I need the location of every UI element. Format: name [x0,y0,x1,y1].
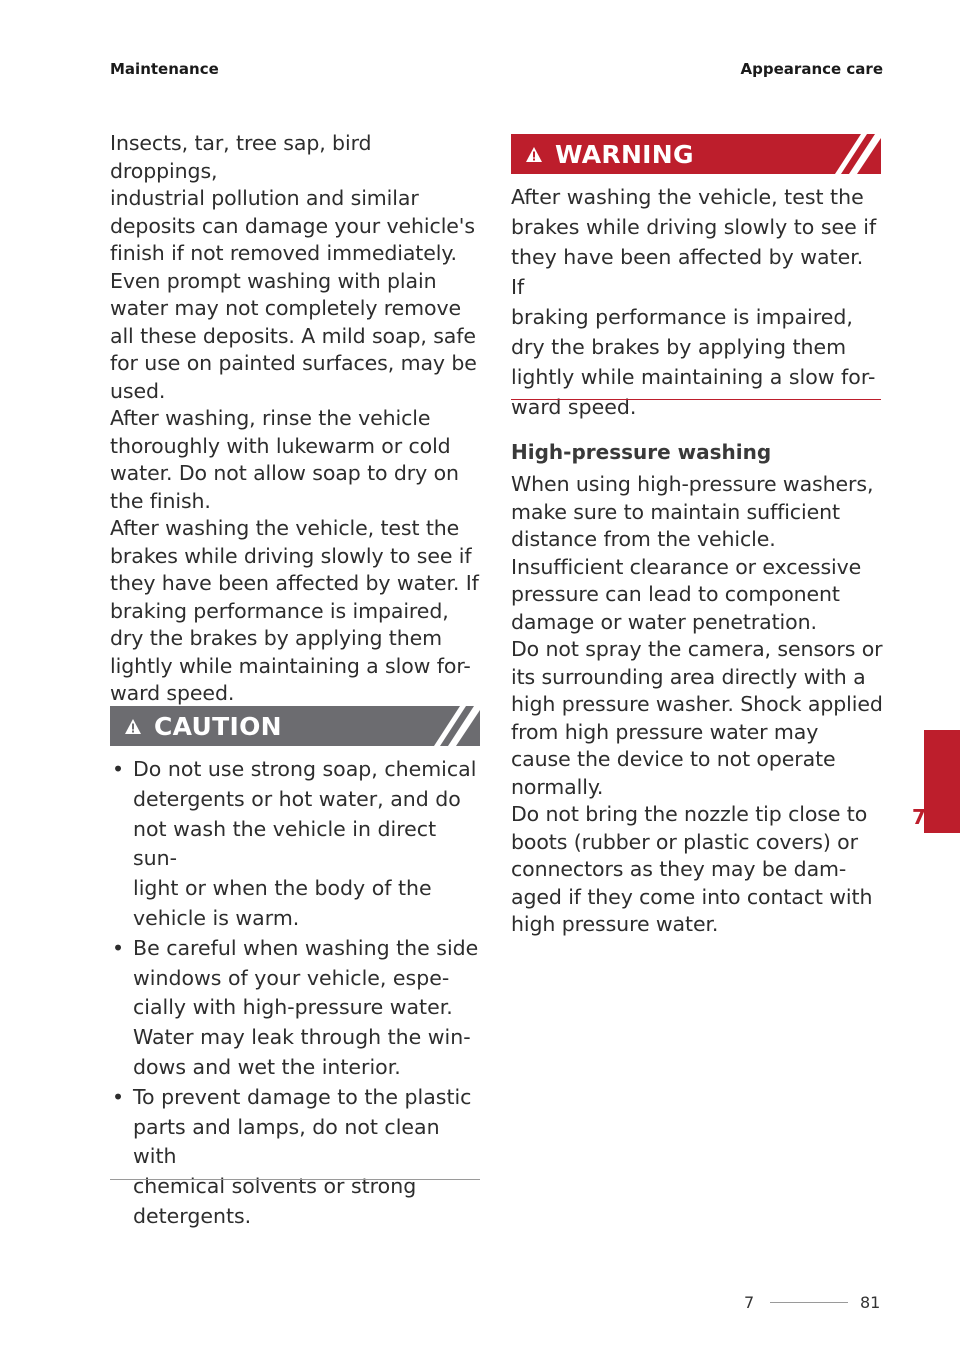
stripes-decoration-icon [835,134,881,174]
text-line: deposits can damage your vehicle's [110,213,475,238]
text-line: not wash the vehicle in direct sun- [133,816,437,871]
warning-triangle-icon [525,146,543,163]
text-line: detergents. [133,1203,252,1228]
text-line: detergents or hot water, and do [133,786,461,811]
caution-list: • Do not use strong soap, chemical deter… [110,755,482,1232]
text-line: industrial pollution and similar [110,186,419,210]
text-line: water may not completely remove [110,296,462,320]
text-line: chemical solvents or strong [133,1174,417,1199]
text-line: After washing the vehicle, test the [511,185,864,209]
footer-chapter-number: 7 [744,1293,755,1312]
warning-end-rule [511,399,881,400]
text-line: all these deposits. A mild soap, safe [110,323,476,348]
chapter-tab [924,730,960,833]
text-line: Do not use strong soap, chemical [133,757,477,781]
text-line: pressure can lead to component [511,582,840,606]
text-line: Water may leak through the win- [133,1025,471,1050]
warning-title: WARNING [555,139,694,169]
text-line: When using high-pressure washers, [511,472,874,496]
text-line: Do not bring the nozzle tip close to [511,802,868,826]
text-line: used. [110,378,166,403]
text-line: boots (rubber or plastic covers) or [511,829,858,854]
bullet-icon: • [112,935,125,960]
text-line: water. Do not allow soap to dry on [110,461,459,485]
text-line: make sure to maintain sufficient [511,499,840,524]
text-line: vehicle is warm. [133,905,300,930]
text-line: high pressure water. [511,912,719,936]
text-line: cause the device to not operate [511,747,836,771]
text-line: brakes while driving slowly to see if [511,215,877,239]
intro-paragraph: Insects, tar, tree sap, bird droppings, … [110,130,482,708]
text-line: damage or water penetration. [511,609,817,634]
text-line: lightly while maintaining a slow for- [110,653,471,678]
text-line: dows and wet the interior. [133,1054,401,1079]
text-line: lightly while maintaining a slow for- [511,365,876,389]
footer-divider [770,1302,848,1303]
text-line: Be careful when washing the side [133,935,479,960]
text-line: braking performance is impaired, [511,305,853,329]
bullet-icon: • [112,757,125,781]
list-item: • Do not use strong soap, chemical deter… [110,755,482,934]
text-line: its surrounding area directly with a [511,664,866,689]
text-line: distance from the vehicle. [511,527,776,551]
text-line: they have been affected by water. If [511,245,864,299]
text-line: from high pressure water may [511,719,819,744]
text-line: windows of your vehicle, espe- [133,965,450,990]
warning-text: After washing the vehicle, test the brak… [511,182,883,422]
text-line: connectors as they may be dam- [511,857,847,881]
text-line: dry the brakes by applying them [110,626,443,650]
text-line: high pressure washer. Shock applied [511,692,883,716]
text-line: braking performance is impaired, [110,598,449,623]
text-line: finish if not removed immediately. [110,241,457,265]
warning-triangle-icon [124,718,142,735]
high-pressure-paragraph: When using high-pressure washers, make s… [511,471,883,939]
text-line: normally. [511,774,604,799]
text-line: aged if they come into contact with [511,884,873,909]
caution-title: CAUTION [154,711,282,741]
caution-end-rule [110,1179,480,1180]
text-line: dry the brakes by applying them [511,335,847,359]
section-heading: High-pressure washing [511,440,772,464]
warning-banner: WARNING [511,134,881,174]
text-line: they have been affected by water. If [110,571,479,595]
page-number: 81 [860,1293,881,1312]
text-line: parts and lamps, do not clean with [133,1114,440,1169]
text-line: brakes while driving slowly to see if [110,543,472,568]
list-item: • To prevent damage to the plastic parts… [110,1083,482,1232]
text-line: light or when the body of the [133,876,432,901]
running-header-topic: Appearance care [740,60,883,78]
text-line: ward speed. [110,681,235,705]
text-line: Insects, tar, tree sap, bird droppings, [110,131,372,183]
caution-banner: CAUTION [110,706,480,746]
text-line: thoroughly with lukewarm or cold [110,433,451,458]
text-line: Even prompt washing with plain [110,268,437,293]
text-line: Do not spray the camera, sensors or [511,637,883,661]
text-line: for use on painted surfaces, may be [110,351,477,375]
text-line: After washing the vehicle, test the [110,516,460,540]
text-line: the finish. [110,488,211,513]
list-item: • Be careful when washing the side windo… [110,934,482,1083]
text-line: cially with high-pressure water. [133,995,453,1020]
running-header-section: Maintenance [110,60,219,78]
text-line: Insufficient clearance or excessive [511,554,862,579]
text-line: To prevent damage to the plastic [133,1084,472,1109]
bullet-icon: • [112,1084,125,1109]
stripes-decoration-icon [434,706,480,746]
text-line: After washing, rinse the vehicle [110,406,431,430]
chapter-tab-number: 7 [912,805,926,829]
